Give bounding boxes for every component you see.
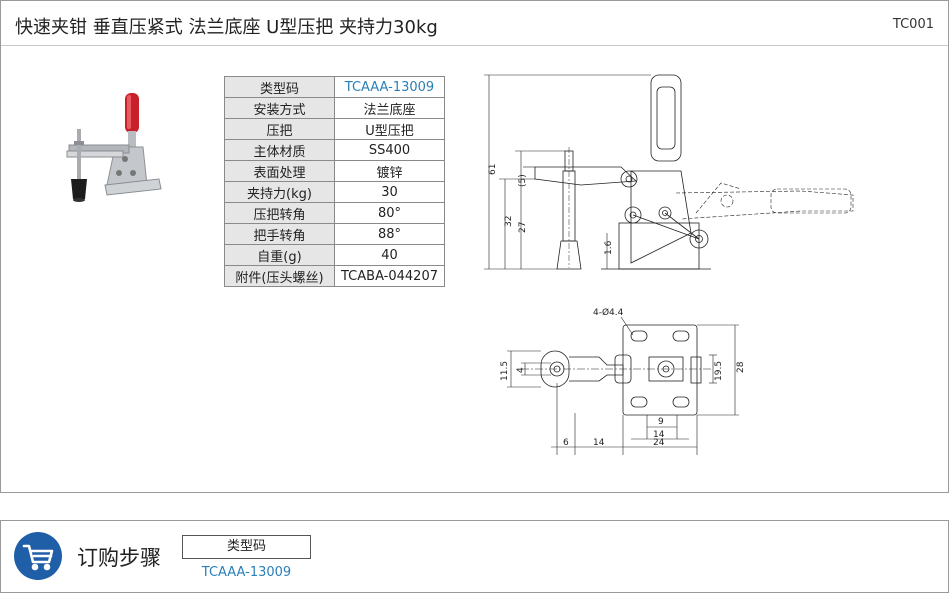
type-code-label-box: 类型码 [182, 535, 311, 559]
dim-holes: 4-Ø4.4 [593, 307, 624, 318]
dim-14a: 14 [653, 430, 665, 440]
spec-label: 把手转角 [224, 223, 335, 245]
spec-value: 法兰底座 [334, 97, 445, 119]
spec-label: 安装方式 [224, 97, 335, 119]
spec-value: TCABA-044207 [334, 265, 445, 287]
title-divider [1, 45, 948, 46]
spec-label: 类型码 [224, 76, 335, 98]
spec-value: 30 [334, 181, 445, 203]
spec-label: 附件(压头螺丝) [224, 265, 335, 287]
page-title: 快速夹钳 垂直压紧式 法兰底座 U型压把 夹持力30kg [15, 17, 438, 38]
dim-11-5: 11.5 [500, 361, 510, 381]
dim-24: 24 [653, 438, 665, 448]
product-image [66, 93, 162, 202]
spec-label: 夹持力(kg) [224, 181, 335, 203]
dim-19-5: 19.5 [714, 361, 724, 381]
cart-icon [14, 532, 62, 580]
spec-value: 镀锌 [334, 160, 445, 182]
spec-row: 表面处理镀锌 [224, 160, 445, 182]
spec-row: 自重(g)40 [224, 244, 445, 266]
spec-value[interactable]: TCAAA-13009 [334, 76, 445, 98]
spec-value: 40 [334, 244, 445, 266]
dim-27: 27 [518, 222, 528, 233]
type-code-link[interactable]: TCAAA-13009 [201, 565, 292, 580]
dim-1-6: 1.6 [604, 240, 614, 255]
technical-drawing: 61 (5) 32 27 1.6 [484, 74, 854, 455]
dim-4: 4 [516, 367, 526, 373]
spec-row: 安装方式法兰底座 [224, 97, 445, 119]
order-panel: 订购步骤 类型码 TCAAA-13009 [0, 520, 949, 593]
order-steps-title: 订购步骤 [77, 546, 161, 570]
product-code: TC001 [892, 17, 934, 32]
spec-label: 表面处理 [224, 160, 335, 182]
spec-row: 附件(压头螺丝)TCABA-044207 [224, 265, 445, 287]
dim-9: 9 [658, 417, 664, 427]
spec-label: 压把 [224, 118, 335, 140]
spec-value: SS400 [334, 139, 445, 161]
spec-label: 压把转角 [224, 202, 335, 224]
spec-value: 88° [334, 223, 445, 245]
dim-5: (5) [518, 174, 528, 187]
dim-6: 6 [563, 438, 569, 448]
dim-32: 32 [504, 216, 514, 227]
plan-view: 4-Ø4.4 11.5 4 19.5 28 9 14 6 14 24 [500, 307, 746, 455]
spec-label: 自重(g) [224, 244, 335, 266]
spec-value: U型压把 [334, 118, 445, 140]
spec-value: 80° [334, 202, 445, 224]
dim-61: 61 [488, 164, 498, 175]
spec-label: 主体材质 [224, 139, 335, 161]
dim-28: 28 [736, 361, 746, 373]
dim-14b: 14 [593, 438, 605, 448]
spec-row: 夹持力(kg)30 [224, 181, 445, 203]
side-view: 61 (5) 32 27 1.6 [484, 74, 854, 270]
